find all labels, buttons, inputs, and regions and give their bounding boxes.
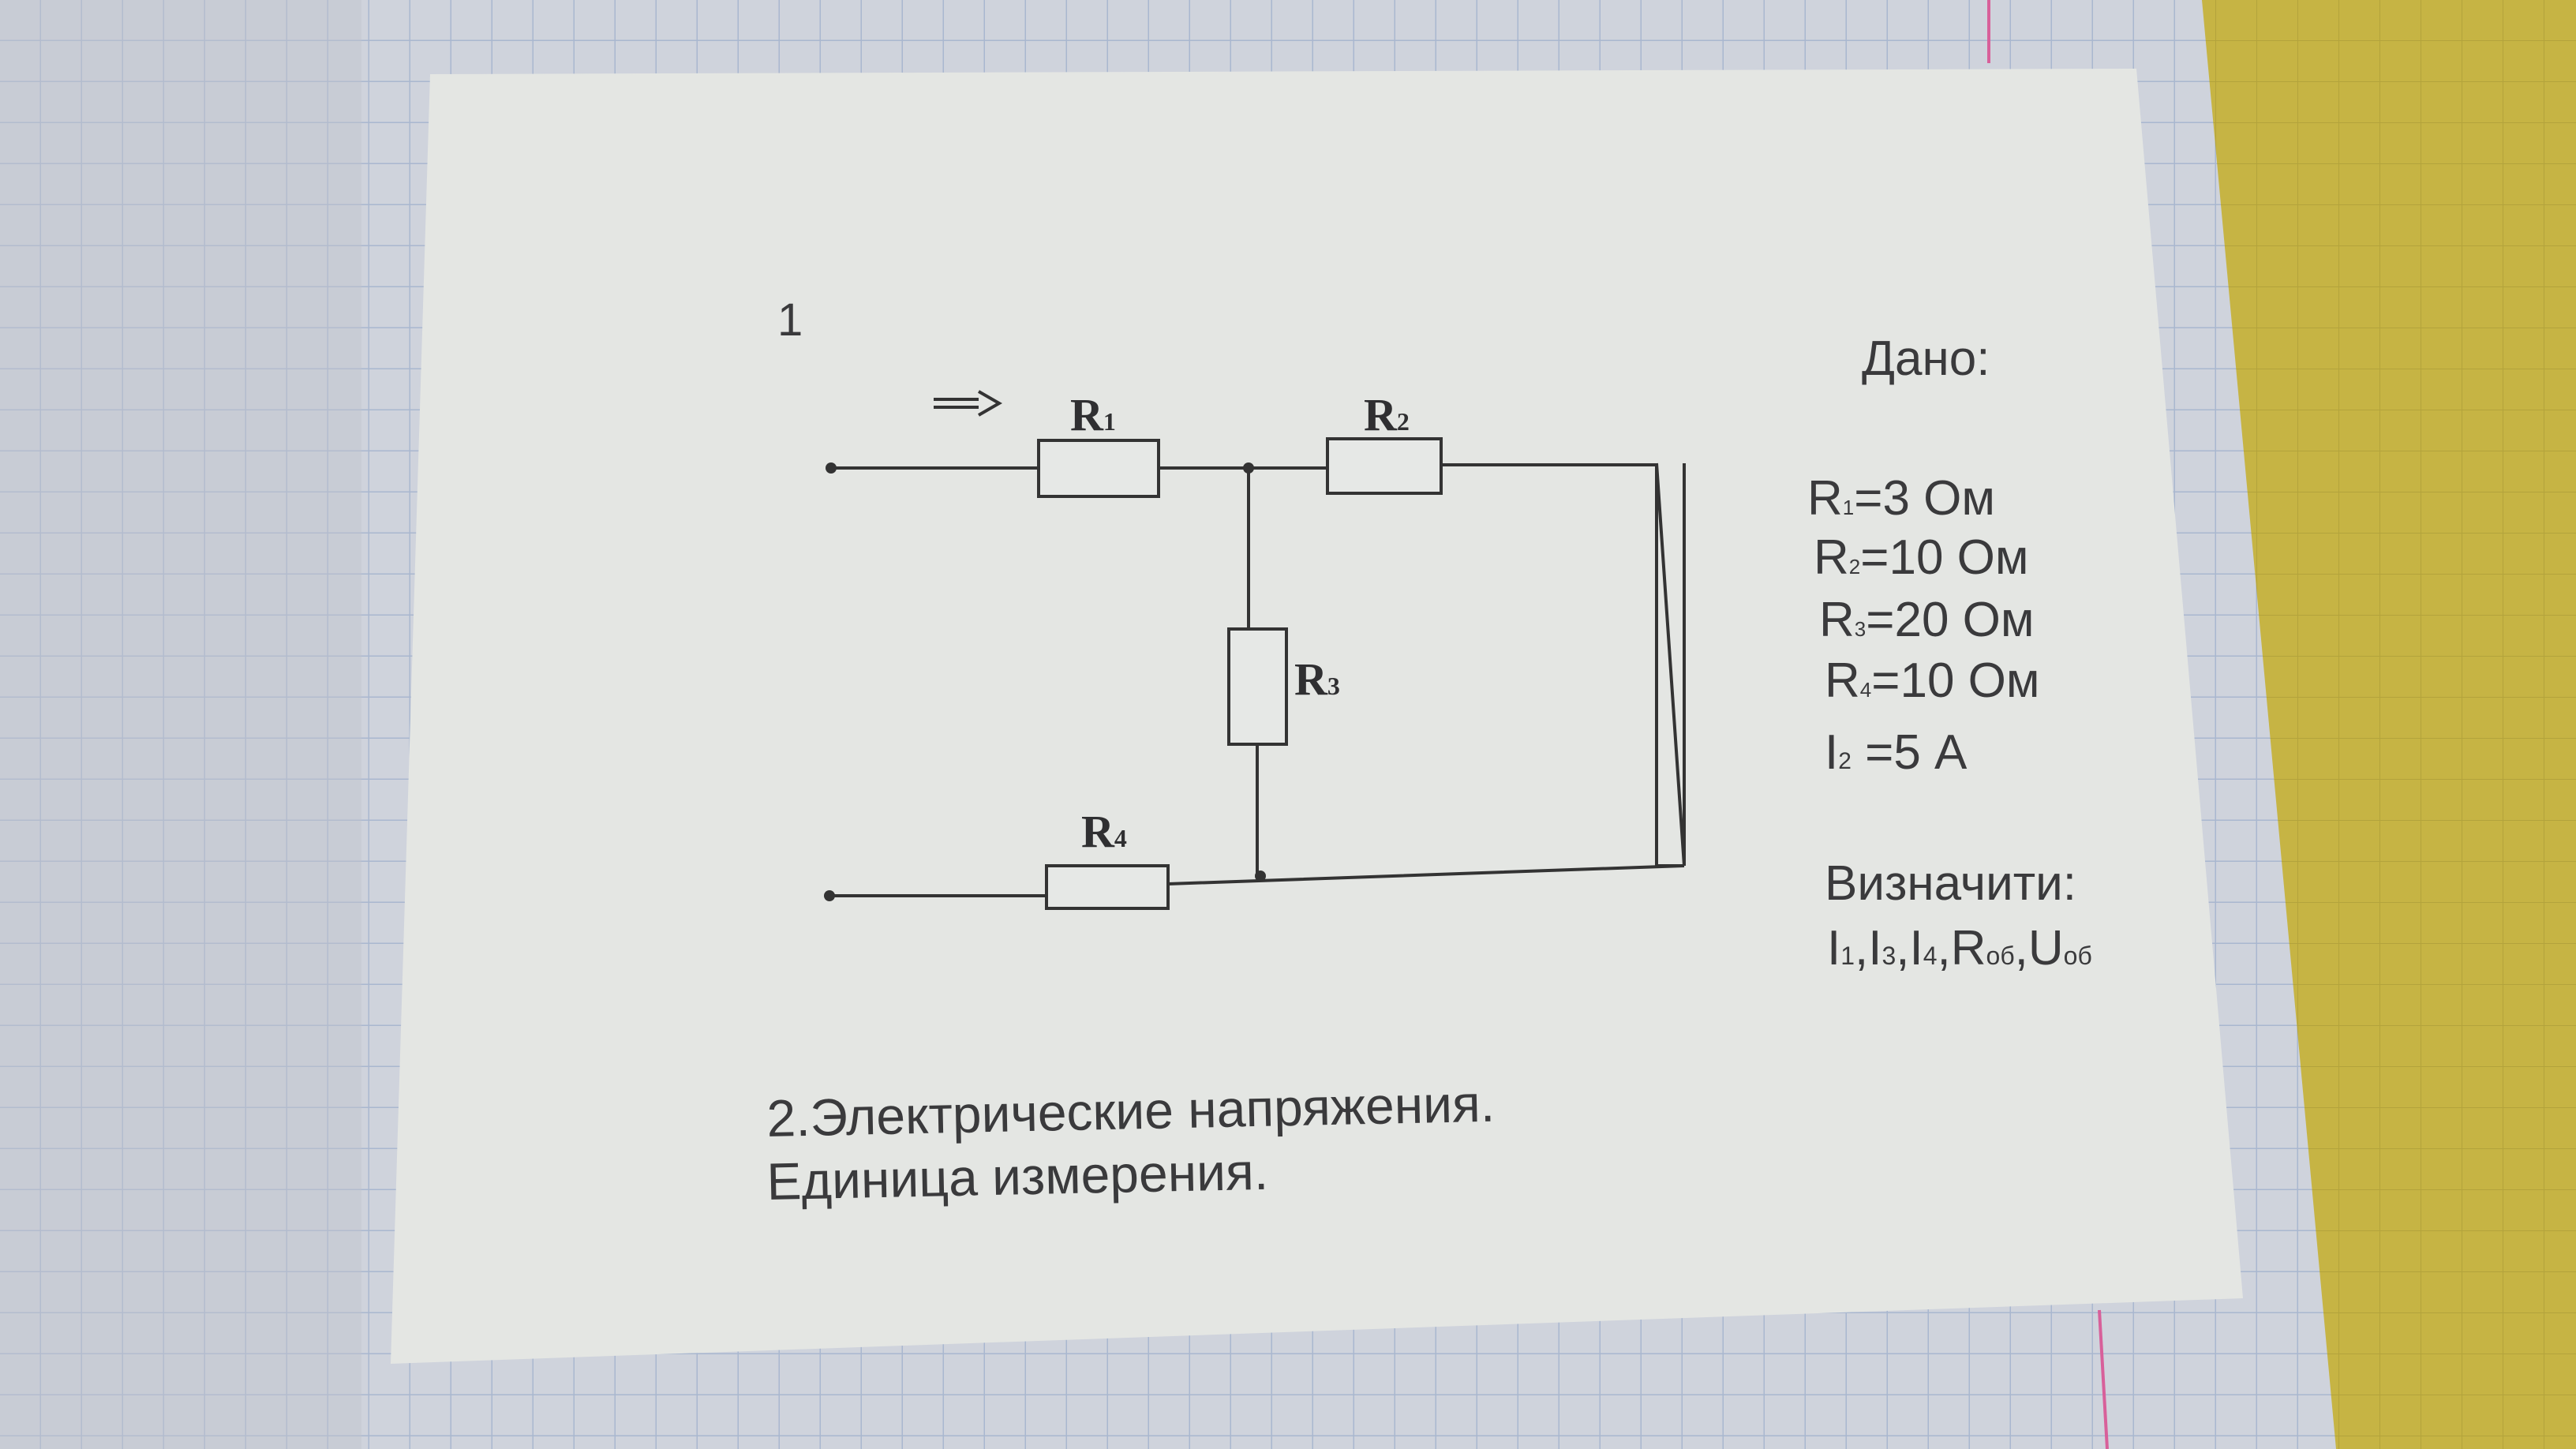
wire-right [1683, 463, 1686, 866]
label-r3: R3 [1294, 653, 1340, 705]
current-arrow-icon [934, 390, 1003, 417]
given-list: R1=3 Ом R2=10 Ом R3=20 Ом R4=10 Ом I2 =5… [1807, 471, 2040, 780]
resistor-r2 [1326, 437, 1443, 495]
given-title: Дано: [1862, 331, 1990, 386]
find-title: Визначити: [1825, 856, 2076, 911]
given-item: R3=20 Ом [1819, 593, 2035, 647]
node-bottom [1255, 871, 1266, 882]
given-item: R1=3 Ом [1807, 471, 1995, 526]
notebook-left-page [0, 0, 361, 1449]
problem-number: 1 [777, 294, 803, 346]
paper-card [391, 69, 2243, 1364]
label-r2: R2 [1364, 389, 1410, 440]
given-item: I2 =5 А [1825, 725, 1968, 780]
resistor-r1 [1037, 439, 1160, 498]
label-r1: R1 [1070, 389, 1116, 440]
wire-bottom [829, 864, 1685, 897]
question-line-2: Единица измерения. [766, 1142, 1269, 1211]
margin-line [2098, 1309, 2109, 1449]
given-item: R2=10 Ом [1814, 530, 2029, 585]
circuit-diagram [824, 390, 1686, 910]
find-list: I1,I3,I4,Rоб,Uоб [1827, 921, 2092, 975]
resistor-r4 [1045, 864, 1170, 910]
node-top [1243, 462, 1254, 474]
resistor-r3 [1227, 627, 1288, 746]
label-r4: R4 [1081, 806, 1127, 857]
given-item: R4=10 Ом [1825, 653, 2040, 708]
yellow-notebook [2202, 0, 2576, 1449]
wire-middle [1247, 468, 1259, 876]
